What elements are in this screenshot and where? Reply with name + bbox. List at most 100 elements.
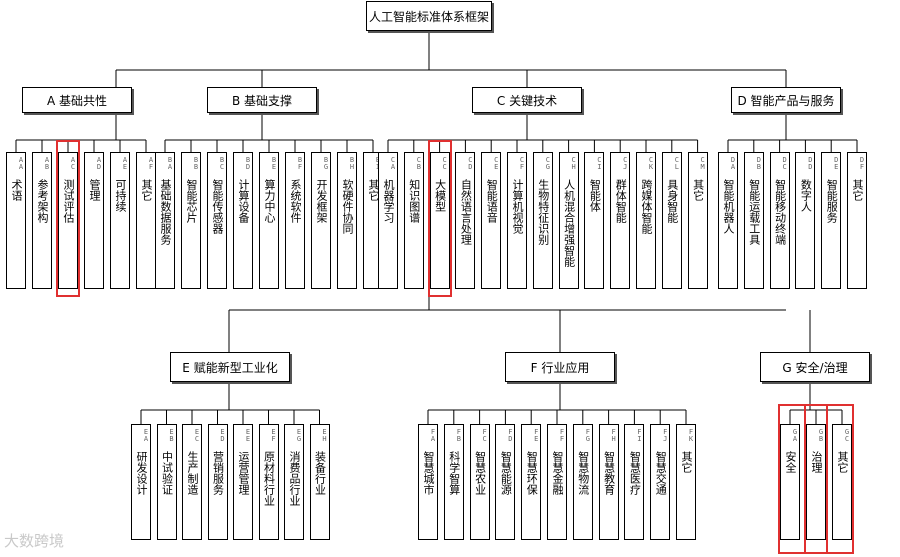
leaf-label: 安全 — [784, 451, 797, 473]
leaf-eb: EB 中试验证 — [156, 424, 177, 540]
leaf-label: 群体智能 — [614, 179, 628, 223]
leaf-code: EF — [269, 428, 278, 442]
leaf-code: DA — [729, 156, 737, 170]
leaf-code: FE — [532, 428, 541, 442]
leaf-fc: FC 智慧农业 — [469, 424, 490, 540]
leaf-label: 其它 — [691, 179, 705, 201]
leaf-code: AE — [121, 156, 129, 170]
leaf-ef: EF 原材料行业 — [258, 424, 279, 540]
leaf-label: 智能服务 — [825, 179, 839, 223]
leaf-label: 可持续 — [114, 179, 127, 212]
leaf-label: 智慧金融 — [551, 451, 564, 495]
group-header: B 基础支撑 — [207, 87, 317, 113]
leaf-code: FC — [480, 428, 489, 442]
leaf-label: 智慧农业 — [473, 451, 487, 495]
leaf-label: 智慧能源 — [499, 451, 513, 495]
leaf-label: 智慧交通 — [654, 451, 668, 495]
leaf-label: 大模型 — [433, 179, 447, 212]
leaf-label: 生物特征识别 — [536, 179, 550, 245]
leaf-label: 运营管理 — [237, 451, 250, 495]
leaf-eg: EG 消费品行业 — [284, 424, 304, 540]
leaf-label: 其它 — [851, 179, 864, 201]
leaf-code: FD — [506, 428, 515, 442]
leaf-label: 其它 — [367, 179, 380, 201]
leaf-be: BE 算力中心 — [259, 152, 279, 289]
leaf-label: 智能移动终端 — [773, 179, 787, 245]
leaf-label: 其它 — [836, 451, 849, 473]
leaf-code: CJ — [621, 156, 630, 170]
leaf-label: 开发框架 — [315, 179, 328, 223]
leaf-gc: GC 其它 — [832, 424, 852, 540]
leaf-gb: GB 治理 — [806, 424, 826, 540]
leaf-code: GB — [817, 428, 825, 442]
leaf-label: 智慧教育 — [602, 451, 616, 495]
leaf-label: 系统软件 — [289, 179, 302, 223]
leaf-label: 具身智能 — [665, 179, 679, 223]
group-header: C 关键技术 — [472, 87, 582, 113]
leaf-code: CE — [492, 156, 501, 170]
leaf-label: 测试评估 — [62, 179, 75, 223]
leaf-label: 其它 — [140, 179, 153, 201]
leaf-code: DD — [806, 156, 815, 170]
leaf-label: 生产制造 — [186, 451, 199, 495]
leaf-code: EH — [320, 428, 329, 442]
leaf-label: 科学智算 — [447, 451, 461, 495]
leaf-label: 计算机视觉 — [511, 179, 524, 234]
leaf-code: BD — [244, 156, 252, 170]
leaf-code: ED — [218, 428, 227, 442]
leaf-label: 消费品行业 — [288, 451, 301, 506]
leaf-code: GC — [843, 428, 851, 442]
leaf-code: CH — [569, 156, 578, 170]
leaf-code: EG — [295, 428, 303, 442]
leaf-label: 治理 — [810, 451, 823, 473]
leaf-code: CB — [414, 156, 423, 170]
leaf-ed: ED 营销服务 — [207, 424, 228, 540]
highlight-frame — [427, 140, 452, 297]
leaf-fb: FB 科学智算 — [443, 424, 464, 540]
leaf-code: FF — [558, 428, 566, 442]
leaf-label: 管理 — [88, 179, 101, 201]
leaf-code: CA — [389, 156, 397, 170]
highlight-frame — [804, 404, 854, 554]
leaf-code: FB — [454, 428, 463, 442]
leaf-eh: EH 装备行业 — [309, 424, 330, 540]
leaf-code: EB — [167, 428, 176, 442]
highlight-frame — [56, 140, 80, 297]
leaf-label: 智慧环保 — [525, 451, 539, 495]
leaf-code: FJ — [661, 428, 670, 442]
leaf-label: 智能体 — [588, 179, 602, 212]
highlight-frame — [778, 404, 828, 554]
leaf-code: CM — [698, 156, 707, 170]
leaf-code: BE — [270, 156, 278, 170]
group-header: F 行业应用 — [505, 352, 615, 382]
group-header: A 基础共性 — [22, 87, 132, 113]
leaf-fd: FD 智慧能源 — [495, 424, 516, 540]
leaf-label: 智能运载工具 — [747, 179, 761, 245]
leaf-label: 装备行业 — [313, 451, 327, 495]
leaf-label: 中试验证 — [160, 451, 174, 495]
leaf-label: 计算设备 — [237, 179, 250, 223]
leaf-label: 原材料行业 — [262, 451, 276, 506]
leaf-label: 营销服务 — [211, 451, 225, 495]
leaf-code: FI — [635, 428, 644, 442]
leaf-label: 算力中心 — [263, 179, 276, 223]
